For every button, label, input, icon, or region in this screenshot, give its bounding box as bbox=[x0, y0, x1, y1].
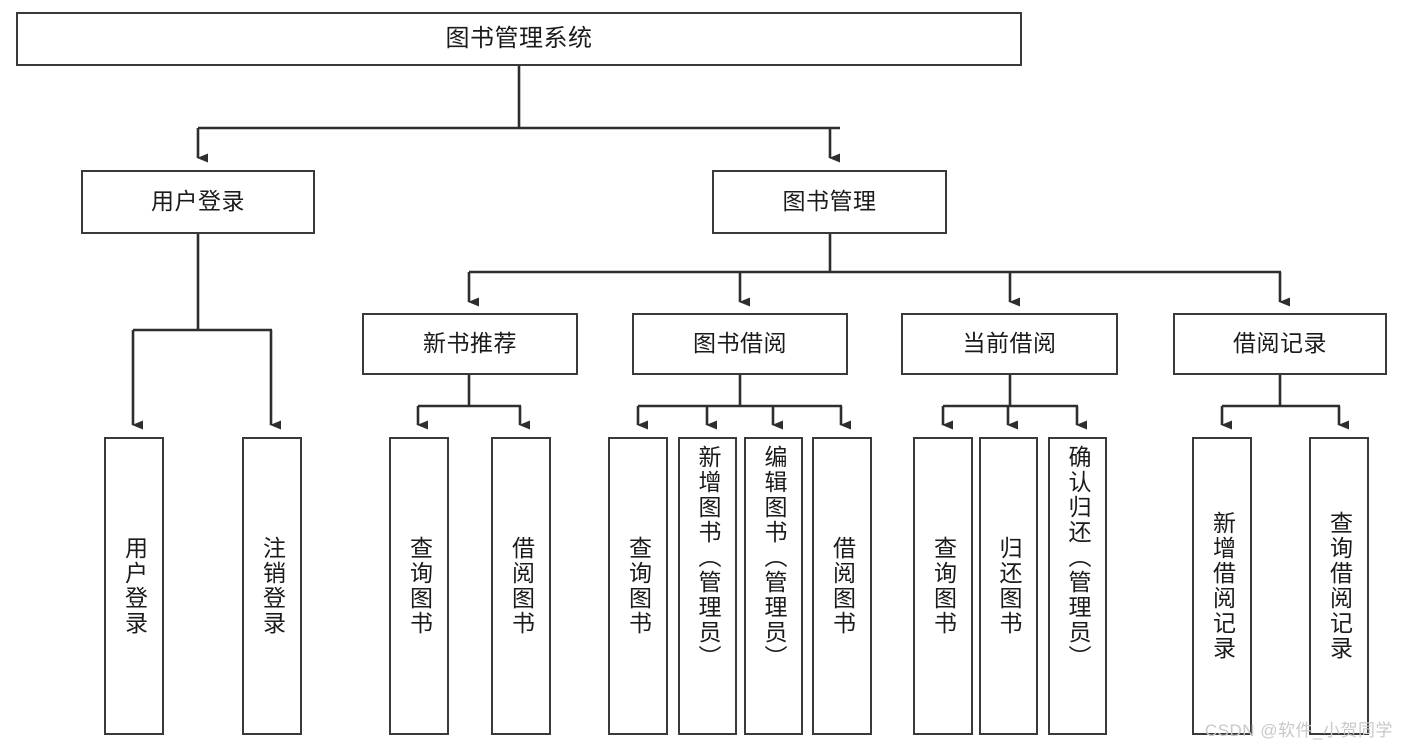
node-leaf-logout-login-label: 注销登录 bbox=[259, 536, 286, 636]
node-leaf-user-login[interactable]: 用户登录 bbox=[104, 437, 164, 735]
node-leaf-add-book-admin-label: 新增图书（管理员） bbox=[695, 445, 721, 670]
node-leaf-query-book-3-label: 查询图书 bbox=[930, 536, 957, 636]
node-user-login[interactable]: 用户登录 bbox=[81, 170, 315, 234]
node-leaf-add-borrow-record-label: 新增借阅记录 bbox=[1209, 511, 1236, 661]
node-root[interactable]: 图书管理系统 bbox=[16, 12, 1022, 66]
node-new-book-recommend-label: 新书推荐 bbox=[423, 330, 517, 357]
node-book-management[interactable]: 图书管理 bbox=[712, 170, 947, 234]
node-leaf-return-book[interactable]: 归还图书 bbox=[979, 437, 1038, 735]
node-leaf-query-book-3[interactable]: 查询图书 bbox=[913, 437, 973, 735]
node-leaf-query-borrow-record[interactable]: 查询借阅记录 bbox=[1309, 437, 1369, 735]
node-leaf-logout-login[interactable]: 注销登录 bbox=[242, 437, 302, 735]
node-leaf-query-book-1-label: 查询图书 bbox=[406, 536, 433, 636]
node-leaf-query-borrow-record-label: 查询借阅记录 bbox=[1326, 511, 1353, 661]
node-leaf-query-book-2-label: 查询图书 bbox=[625, 536, 652, 636]
node-leaf-confirm-return-admin-label: 确认归还（管理员） bbox=[1065, 445, 1091, 670]
node-book-management-label: 图书管理 bbox=[782, 188, 877, 215]
node-book-borrow[interactable]: 图书借阅 bbox=[632, 313, 848, 375]
node-leaf-borrow-book-2[interactable]: 借阅图书 bbox=[812, 437, 872, 735]
node-leaf-add-borrow-record[interactable]: 新增借阅记录 bbox=[1192, 437, 1252, 735]
node-leaf-add-book-admin[interactable]: 新增图书（管理员） bbox=[678, 437, 737, 735]
csdn-watermark: CSDN @软件_小贺同学 bbox=[1204, 721, 1393, 740]
node-current-borrow-label: 当前借阅 bbox=[962, 330, 1057, 357]
node-leaf-query-book-1[interactable]: 查询图书 bbox=[389, 437, 449, 735]
node-leaf-borrow-book-1[interactable]: 借阅图书 bbox=[491, 437, 551, 735]
node-leaf-borrow-book-1-label: 借阅图书 bbox=[508, 536, 535, 636]
node-user-login-label: 用户登录 bbox=[151, 188, 245, 215]
node-current-borrow[interactable]: 当前借阅 bbox=[901, 313, 1118, 375]
node-new-book-recommend[interactable]: 新书推荐 bbox=[362, 313, 578, 375]
node-leaf-edit-book-admin[interactable]: 编辑图书（管理员） bbox=[744, 437, 803, 735]
node-leaf-confirm-return-admin[interactable]: 确认归还（管理员） bbox=[1048, 437, 1107, 735]
node-root-label: 图书管理系统 bbox=[445, 24, 593, 52]
node-leaf-query-book-2[interactable]: 查询图书 bbox=[608, 437, 668, 735]
node-leaf-edit-book-admin-label: 编辑图书（管理员） bbox=[761, 445, 787, 670]
node-leaf-borrow-book-2-label: 借阅图书 bbox=[829, 536, 856, 636]
node-leaf-return-book-label: 归还图书 bbox=[996, 536, 1022, 636]
node-borrow-record[interactable]: 借阅记录 bbox=[1173, 313, 1387, 375]
node-borrow-record-label: 借阅记录 bbox=[1233, 330, 1327, 357]
node-leaf-user-login-label: 用户登录 bbox=[121, 536, 148, 636]
node-book-borrow-label: 图书借阅 bbox=[693, 330, 787, 357]
